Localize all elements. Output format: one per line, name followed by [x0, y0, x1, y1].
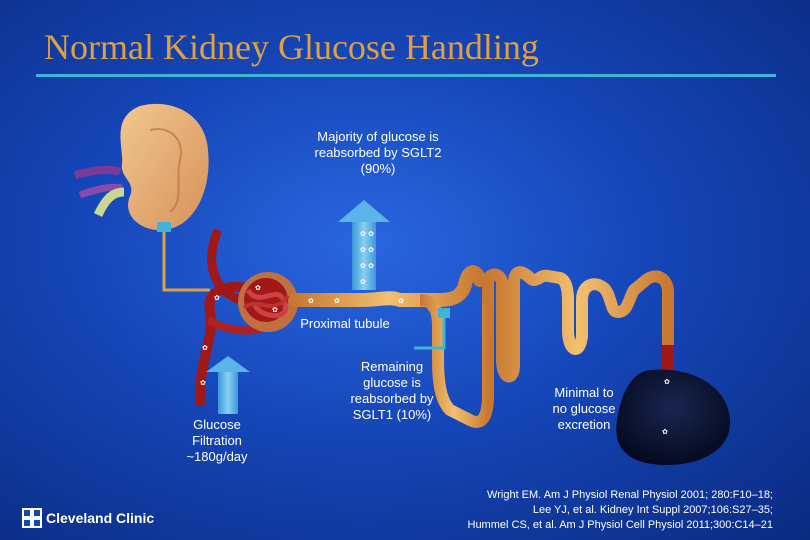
svg-text:✿: ✿ [398, 297, 404, 305]
excretion-label-line: excretion [557, 417, 611, 432]
blood-vessels [194, 228, 298, 406]
bladder-illustration [616, 369, 731, 465]
excretion-label-line: no glucose [552, 401, 616, 416]
sglt2-label-line: (90%) [360, 161, 396, 176]
svg-text:✿: ✿ [214, 294, 220, 302]
svg-text:✿ ✿: ✿ ✿ [360, 230, 374, 238]
svg-text:✿: ✿ [308, 297, 314, 305]
svg-text:✿: ✿ [664, 378, 670, 386]
references: Wright EM. Am J Physiol Renal Physiol 20… [420, 488, 774, 533]
glucose-dots: ✿ ✿ ✿ ✿ ✿ ✿ ✿ ✿ [200, 284, 404, 387]
filtration-label: Glucose Filtration ~180g/day [174, 417, 260, 465]
sglt1-label-line: Remaining [360, 359, 424, 374]
kidney-illustration [74, 103, 210, 292]
logo-text: Cleveland Clinic [46, 510, 155, 526]
sglt1-label-line: reabsorbed by [350, 391, 434, 406]
slide-title: Normal Kidney Glucose Handling [44, 27, 539, 67]
logo-cross-icon [22, 508, 42, 528]
filtration-arrow [206, 356, 250, 414]
svg-text:✿ ✿: ✿ ✿ [360, 262, 374, 270]
svg-text:✿: ✿ [360, 278, 366, 286]
sglt2-label: Majority of glucose is reabsorbed by SGL… [288, 129, 468, 177]
reference-line: Hummel CS, et al. Am J Physiol Cell Phys… [467, 519, 774, 531]
title-divider [36, 74, 776, 77]
sglt1-bracket [414, 316, 446, 350]
sglt2-label-line: Majority of glucose is [317, 129, 439, 144]
excretion-label-line: Minimal to [554, 385, 614, 400]
filtration-label-line: Filtration [192, 433, 242, 448]
sglt1-label-line: glucose is [363, 375, 421, 390]
excretion-label: Minimal to no glucose excretion [540, 385, 628, 433]
filtration-label-line: Glucose [193, 417, 241, 432]
proximal-tubule [289, 265, 674, 428]
svg-text:✿: ✿ [272, 306, 278, 314]
sglt1-label: Remaining glucose is reabsorbed by SGLT1… [338, 359, 446, 423]
cleveland-clinic-logo: Cleveland Clinic [22, 508, 154, 528]
sglt1-marker [438, 308, 450, 318]
svg-text:✿: ✿ [334, 297, 340, 305]
filtration-label-line: ~180g/day [186, 449, 248, 464]
glucose-molecule-icons: ✿ ✿ [662, 378, 670, 436]
sglt2-label-line: reabsorbed by SGLT2 [314, 145, 442, 160]
reference-line: Wright EM. Am J Physiol Renal Physiol 20… [487, 489, 773, 501]
svg-text:✿: ✿ [662, 428, 668, 436]
sglt1-label-line: SGLT1 (10%) [352, 407, 432, 422]
svg-text:✿ ✿: ✿ ✿ [360, 246, 374, 254]
reference-line: Lee YJ, et al. Kidney Int Suppl 2007;106… [532, 504, 773, 516]
sglt2-arrow: ✿ ✿ ✿ ✿ ✿ ✿ ✿ [338, 200, 390, 290]
svg-text:✿: ✿ [202, 344, 208, 352]
svg-text:✿: ✿ [255, 284, 261, 292]
svg-text:✿: ✿ [200, 379, 206, 387]
proximal-tubule-label: Proximal tubule [300, 316, 390, 331]
